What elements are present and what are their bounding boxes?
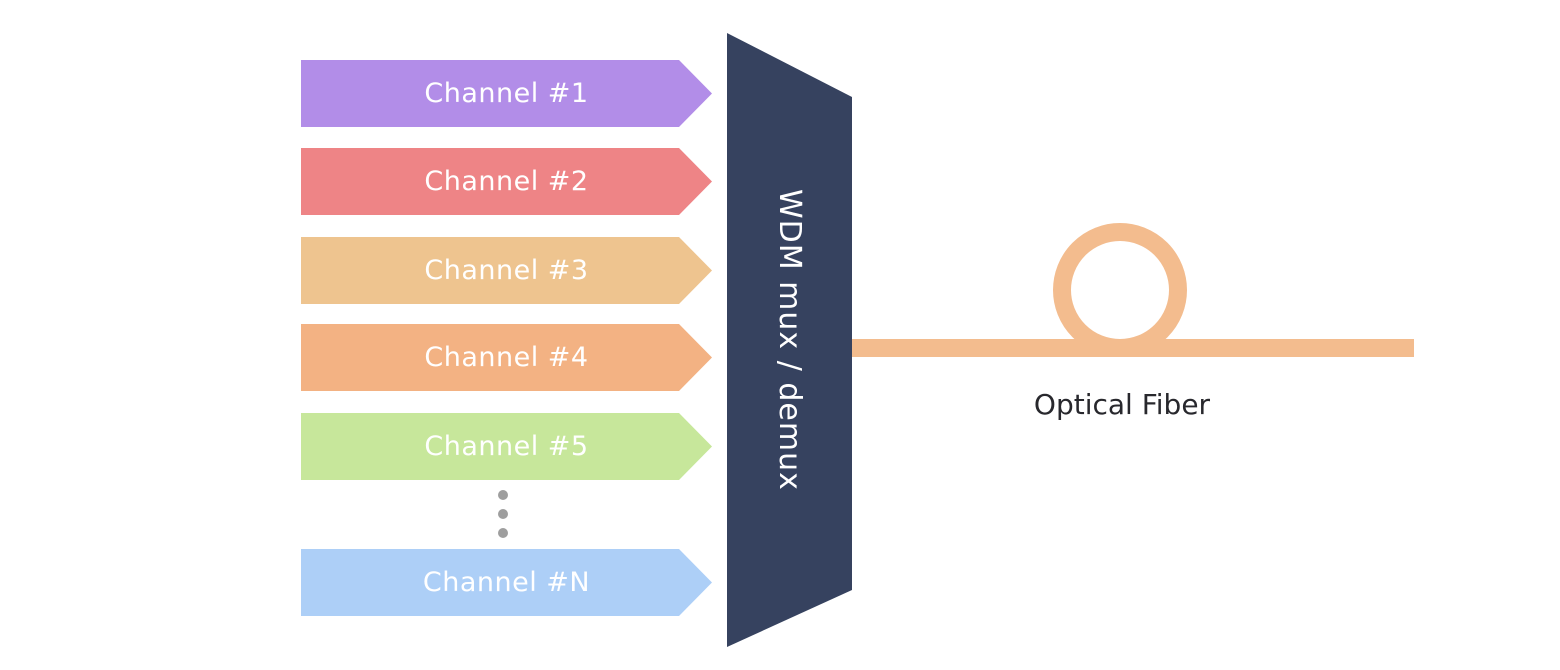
channel-arrow-5: Channel #5	[301, 413, 712, 480]
ellipsis-dot	[498, 490, 508, 500]
channel-label: Channel #3	[424, 255, 589, 286]
wdm-mux-block: WDM mux / demux	[727, 33, 852, 647]
wdm-mux-label: WDM mux / demux	[772, 189, 807, 491]
channel-label: Channel #N	[422, 567, 591, 598]
channel-arrow-2: Channel #2	[301, 148, 712, 215]
ellipsis-dot	[498, 528, 508, 538]
channel-arrow-3: Channel #3	[301, 237, 712, 304]
channel-arrow-n: Channel #N	[301, 549, 712, 616]
channel-label: Channel #1	[424, 78, 589, 109]
ellipsis-dot	[498, 509, 508, 519]
fiber-loop-icon	[1053, 223, 1187, 357]
optical-fiber-label: Optical Fiber	[1033, 388, 1211, 421]
channel-label: Channel #5	[424, 431, 589, 462]
channel-label: Channel #2	[424, 166, 589, 197]
channel-arrow-4: Channel #4	[301, 324, 712, 391]
ellipsis-dots	[498, 490, 508, 538]
channel-arrow-1: Channel #1	[301, 60, 712, 127]
channel-label: Channel #4	[424, 342, 589, 373]
